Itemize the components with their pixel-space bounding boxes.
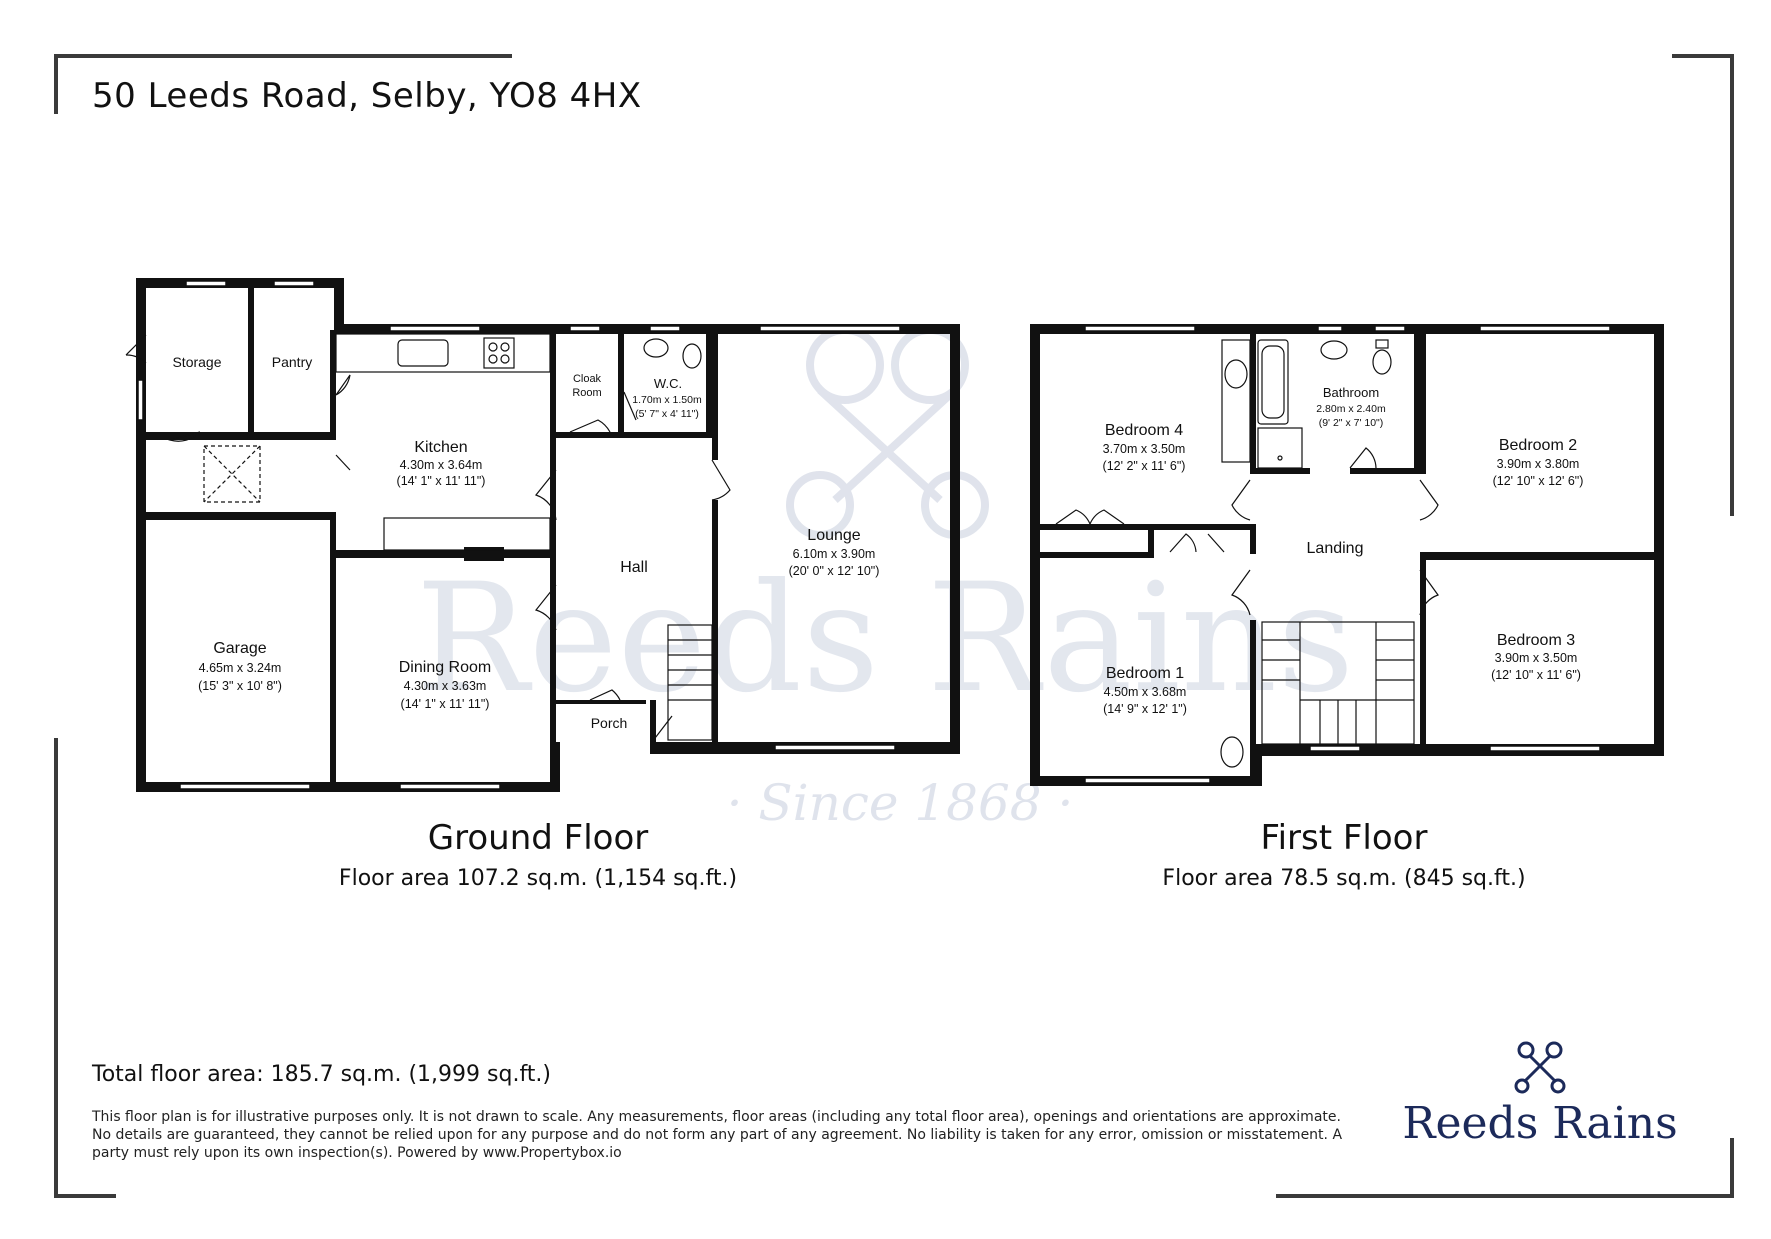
room-label-garage: Garage [213, 640, 266, 657]
room-dim-lounge-ft: (20' 0" x 12' 10") [789, 564, 880, 578]
frame-top-left-v [54, 54, 58, 114]
crossed-keys-icon [1514, 1041, 1566, 1094]
brand-logo: Reeds Rains [1400, 1040, 1680, 1150]
first-floor-fixtures [1055, 339, 1439, 768]
room-dim-dining-m: 4.30m x 3.63m [404, 679, 487, 693]
kitchen-fixtures [125, 333, 731, 743]
frame-top-right-v [1730, 54, 1734, 516]
ground-floor-area: Floor area 107.2 sq.m. (1,154 sq.ft.) [338, 866, 738, 891]
room-label-landing: Landing [1307, 540, 1364, 557]
first-floor-title: First Floor [1260, 818, 1428, 858]
room-dim-kitchen-ft: (14' 1" x 11' 11") [397, 474, 486, 488]
room-dim-kitchen-m: 4.30m x 3.64m [400, 458, 483, 472]
room-label-bathroom: Bathroom [1323, 385, 1379, 400]
room-label-lounge: Lounge [807, 527, 860, 544]
room-label-wc: W.C. [654, 376, 682, 391]
frame-top-left-h [54, 54, 512, 58]
room-dim-bedroom4-m: 3.70m x 3.50m [1103, 442, 1186, 456]
room-dim-bedroom2-ft: (12' 10" x 12' 6") [1493, 474, 1584, 488]
ground-floor-walls [136, 278, 960, 792]
room-label-porch: Porch [591, 715, 628, 731]
room-dim-bedroom2-m: 3.90m x 3.80m [1497, 457, 1580, 471]
room-label-cloak-2: Room [572, 387, 601, 399]
ground-floor-title: Ground Floor [427, 818, 649, 858]
frame-bottom-right-v [1730, 1138, 1734, 1198]
room-dim-bedroom4-ft: (12' 2" x 11' 6") [1103, 459, 1186, 473]
room-label-cloak-1: Cloak [573, 373, 602, 385]
room-dim-lounge-m: 6.10m x 3.90m [793, 547, 876, 561]
room-dim-garage-m: 4.65m x 3.24m [199, 661, 282, 675]
watermark-since: · Since 1868 · [727, 774, 1074, 832]
room-dim-dining-ft: (14' 1" x 11' 11") [401, 697, 490, 711]
room-label-bedroom2: Bedroom 2 [1499, 437, 1577, 454]
frame-top-right-h [1672, 54, 1734, 58]
room-dim-bedroom1-m: 4.50m x 3.68m [1104, 685, 1187, 699]
room-label-dining: Dining Room [399, 659, 491, 676]
room-label-hall: Hall [620, 559, 648, 576]
ground-floor-labels: Storage Pantry Kitchen 4.30m x 3.64m (14… [172, 354, 879, 731]
room-dim-wc-ft: (5' 7" x 4' 11") [635, 408, 699, 420]
room-dim-bedroom3-m: 3.90m x 3.50m [1495, 651, 1578, 665]
disclaimer: This floor plan is for illustrative purp… [92, 1109, 1343, 1161]
room-label-kitchen: Kitchen [414, 439, 467, 456]
frame-bottom-left-v [54, 738, 58, 1198]
room-dim-garage-ft: (15' 3" x 10' 8") [198, 679, 282, 693]
room-dim-bedroom3-ft: (12' 10" x 11' 6") [1491, 668, 1581, 682]
first-floor-labels: Bedroom 4 3.70m x 3.50m (12' 2" x 11' 6"… [1103, 385, 1584, 716]
room-label-bedroom1: Bedroom 1 [1106, 665, 1184, 682]
brand-logo-text: Reeds Rains [1402, 1098, 1678, 1149]
room-dim-wc-m: 1.70m x 1.50m [632, 394, 702, 406]
room-dim-bathroom-ft: (9' 2" x 7' 10") [1319, 417, 1384, 429]
room-label-bedroom4: Bedroom 4 [1105, 422, 1183, 439]
room-label-bedroom3: Bedroom 3 [1497, 632, 1575, 649]
watermark-brand: Reeds Rains [416, 552, 1355, 726]
first-floor-area: Floor area 78.5 sq.m. (845 sq.ft.) [1162, 866, 1526, 891]
total-floor-area: Total floor area: 185.7 sq.m. (1,999 sq.… [92, 1062, 552, 1087]
frame-bottom-right-h [1276, 1194, 1734, 1198]
room-dim-bedroom1-ft: (14' 9" x 12' 1") [1103, 702, 1187, 716]
first-floor-windows [1084, 325, 1611, 784]
ground-floor-windows [137, 280, 901, 790]
room-dim-bathroom-m: 2.80m x 2.40m [1316, 403, 1386, 415]
frame-bottom-left-h [54, 1194, 116, 1198]
room-label-storage: Storage [172, 354, 221, 370]
room-label-pantry: Pantry [272, 354, 312, 370]
property-address: 50 Leeds Road, Selby, YO8 4HX [92, 76, 642, 116]
